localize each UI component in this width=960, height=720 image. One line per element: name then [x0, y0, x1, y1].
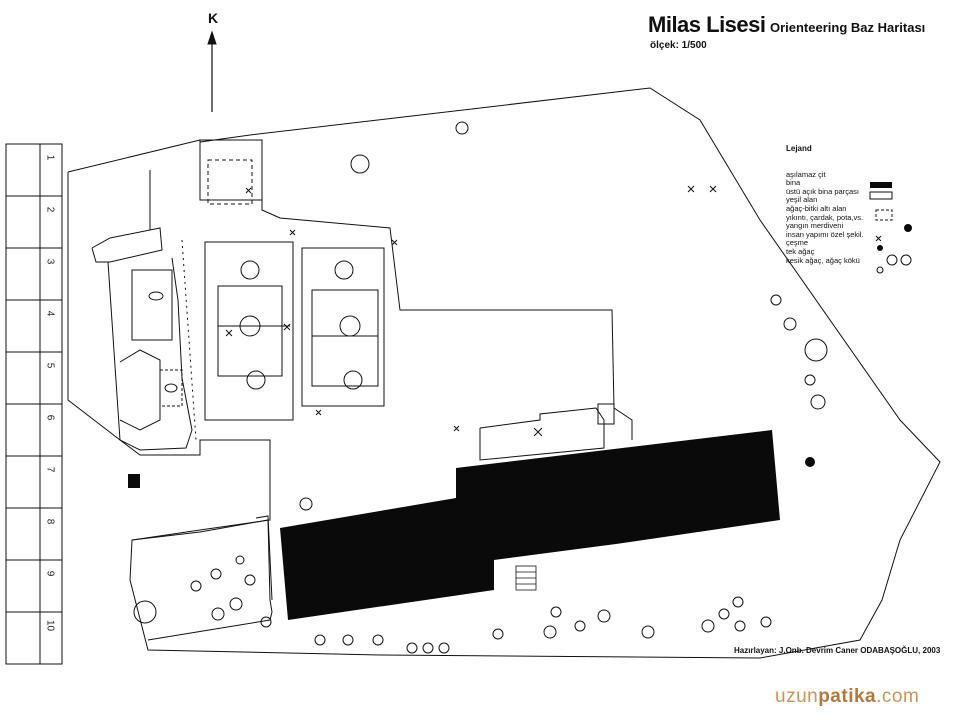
ruler-label: 5: [44, 362, 56, 369]
ruler-label: 6: [44, 414, 56, 421]
legend-item: insan yapımı özel şekil.: [786, 229, 864, 239]
ruler-label: 4: [44, 310, 56, 317]
site-watermark: uzunpatika.com: [775, 686, 919, 708]
site-boundary: [67, 87, 941, 659]
legend-item: aşılamaz çit: [786, 169, 826, 179]
legend-item: yıkıntı, çardak, pota,vs.: [786, 212, 864, 222]
legend-item: ağaç-bitki altı alan: [786, 203, 847, 213]
map-title-block: Milas Lisesi Orienteering Baz Haritası ö…: [648, 12, 925, 51]
map-title: Milas Lisesi: [648, 12, 766, 37]
map-credit: Hazırlayan: J.Onb. Devrim Caner ODABAŞOĞ…: [734, 646, 941, 655]
legend-item: yangın merdiveni: [786, 221, 844, 231]
ruler-label: 2: [44, 206, 56, 213]
watermark-part: .com: [876, 686, 920, 707]
map-subtitle: Orienteering Baz Haritası: [769, 20, 926, 35]
court-right: [301, 247, 385, 407]
legend-item: çeşme: [786, 238, 809, 248]
legend-item: tek ağaç: [786, 246, 815, 256]
legend-item: bina: [786, 178, 801, 188]
legend-title: Lejand: [786, 144, 812, 153]
legend-item: yeşil alan: [786, 195, 818, 205]
north-label: K: [208, 10, 219, 26]
watermark-part: uzun: [775, 686, 819, 707]
legend-item: üstü açık bina parçası: [786, 186, 859, 196]
scale-ruler: [5, 143, 63, 665]
legend-item: kesik ağaç, ağaç kökü: [786, 255, 860, 265]
ruler-label: 10: [44, 619, 56, 632]
main-building: [280, 430, 780, 620]
ruler-label: 1: [44, 154, 56, 161]
ruler-label: 9: [44, 570, 56, 577]
watermark-part: patika: [818, 686, 877, 707]
map-scale: ölçek: 1/500: [650, 40, 707, 51]
ruler-label: 3: [44, 258, 56, 265]
map-legend: Lejand aşılamaz çit bina üstü açık bina …: [786, 144, 936, 265]
ruler-label: 7: [44, 466, 56, 473]
ruler-label: 8: [44, 518, 56, 525]
court-left: [204, 241, 294, 421]
